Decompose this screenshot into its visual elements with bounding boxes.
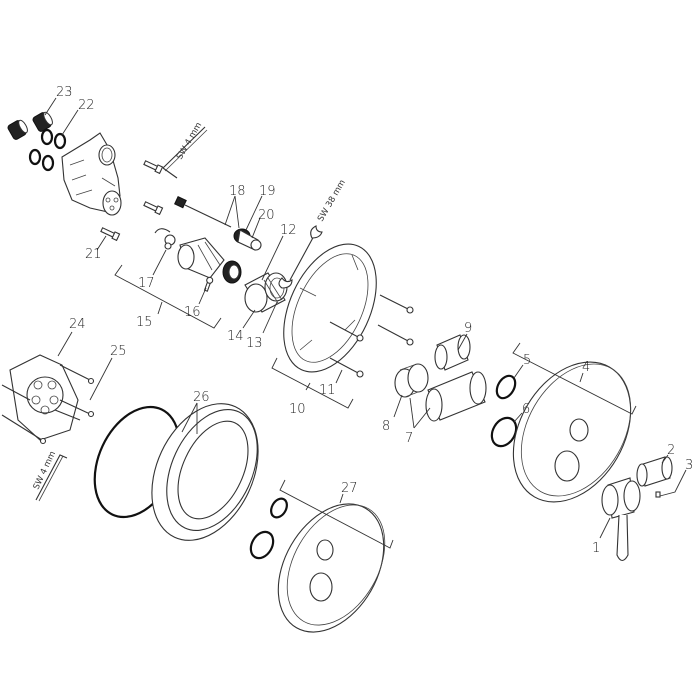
- label-18: 18: [229, 184, 246, 199]
- leader-lines: [44, 97, 687, 549]
- label-17: 17: [138, 276, 155, 291]
- label-6: 6: [522, 402, 530, 417]
- sleeve-12-14: [244, 272, 288, 313]
- tool-label-sw38: SW 38 mm: [316, 178, 348, 223]
- thermostatic-cartridge-15: [177, 237, 242, 284]
- ring-8: [394, 363, 429, 398]
- grub-screw-3: [655, 491, 661, 498]
- label-23: 23: [56, 85, 73, 100]
- part-number-labels: 1 2 3 4 5 6 7 8 9 10 11 12 13 14 15 16 1…: [56, 85, 693, 556]
- label-3: 3: [685, 458, 693, 473]
- cap-2: [636, 456, 673, 487]
- extension-9: [434, 334, 471, 371]
- diverter-rod-18: [174, 196, 232, 228]
- allen-key-sw4-top: SW 4 mm: [162, 121, 208, 179]
- label-14: 14: [227, 329, 244, 344]
- label-10: 10: [289, 402, 306, 417]
- label-16: 16: [184, 305, 201, 320]
- label-25: 25: [110, 344, 127, 359]
- clip-17: [154, 228, 176, 250]
- long-screws-25: [1, 364, 95, 445]
- o-ring-5: [495, 374, 517, 400]
- label-26: 26: [193, 390, 210, 405]
- label-7: 7: [405, 431, 413, 446]
- label-27: 27: [341, 481, 358, 496]
- label-1: 1: [592, 541, 600, 556]
- cover-plate-27: [277, 503, 386, 633]
- o-rings-22: [28, 128, 67, 172]
- label-9: 9: [464, 321, 472, 336]
- check-valve-inserts-23: [7, 111, 53, 140]
- extension-ring-26: [151, 403, 259, 541]
- label-2: 2: [667, 443, 675, 458]
- screws-near-body: [100, 160, 164, 242]
- tool-label-sw4-top: SW 4 mm: [175, 121, 204, 162]
- label-13: 13: [246, 336, 263, 351]
- screws-11: [329, 294, 414, 378]
- trim-plate-4: [512, 361, 632, 503]
- allen-key-sw4-bottom: SW 4 mm: [32, 450, 68, 502]
- label-11: 11: [319, 383, 336, 398]
- label-19: 19: [259, 184, 276, 199]
- label-12: 12: [280, 223, 297, 238]
- label-5: 5: [523, 353, 531, 368]
- label-15: 15: [136, 315, 153, 330]
- label-22: 22: [78, 98, 95, 113]
- handle-1: [601, 477, 641, 562]
- label-20: 20: [258, 208, 275, 223]
- diverter-cartridge-19-20: [233, 228, 262, 251]
- mounting-plate-10: [283, 243, 377, 373]
- o-ring-6: [490, 416, 518, 448]
- rough-in-body-24: [9, 354, 79, 441]
- extension-7: [425, 371, 487, 422]
- label-21: 21: [85, 247, 102, 262]
- label-24: 24: [69, 317, 86, 332]
- screw-16: [203, 276, 214, 292]
- o-rings-27: [249, 497, 288, 560]
- label-8: 8: [382, 419, 390, 434]
- label-4: 4: [582, 360, 590, 375]
- valve-body: [61, 132, 122, 216]
